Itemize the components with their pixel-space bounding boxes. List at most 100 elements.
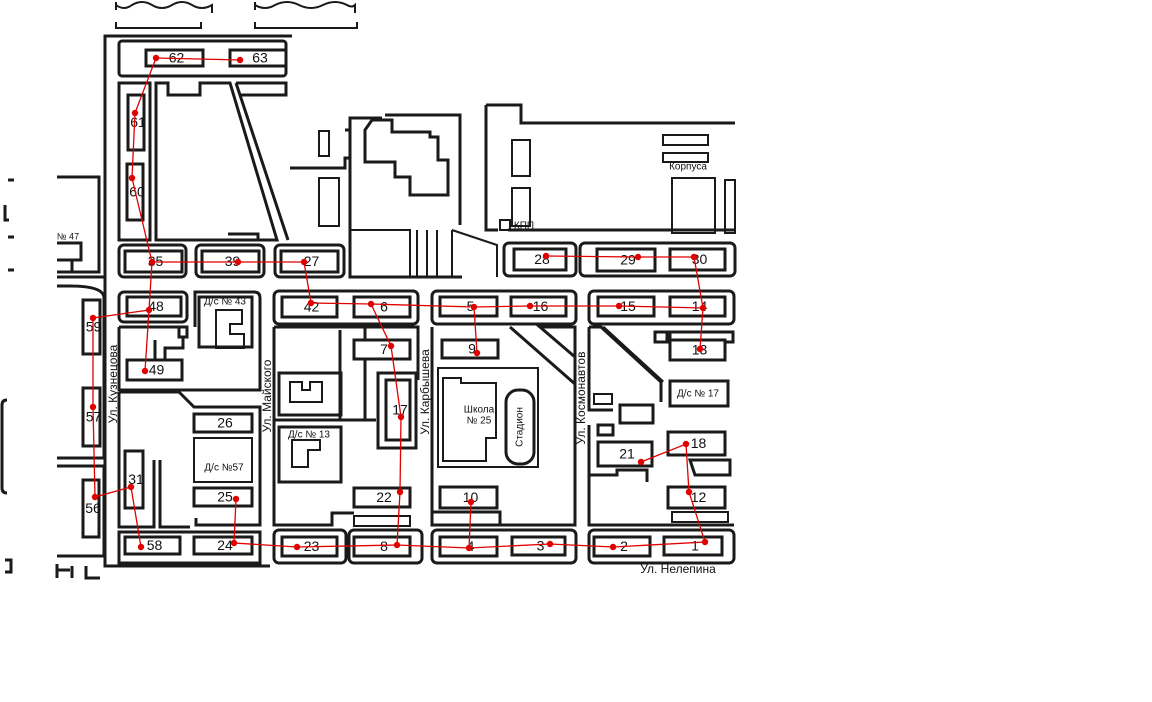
building-number: 5 [467, 298, 475, 314]
building-number: 24 [217, 537, 233, 553]
route-point-8 [393, 541, 401, 549]
building-18: 18 [666, 430, 727, 457]
building-number: 60 [129, 184, 145, 200]
route-point-35 [148, 258, 156, 266]
building-27: 27 [279, 249, 340, 274]
building-number: 21 [619, 446, 635, 462]
route-point-31 [127, 483, 135, 491]
route-point-13 [696, 345, 704, 353]
building-42: 42 [280, 295, 339, 319]
building-48: 48 [125, 295, 183, 318]
route-point-10 [467, 498, 475, 506]
building-number: 3 [537, 538, 545, 554]
route-point-39 [234, 258, 242, 266]
building-22: 22 [352, 486, 412, 509]
route-point-22 [396, 488, 404, 496]
building-8: 8 [352, 535, 412, 558]
building-59: 59 [81, 298, 102, 356]
route-point-2 [609, 543, 617, 551]
route-point-25 [232, 495, 240, 503]
building-57: 57 [81, 386, 102, 448]
route-point-16 [526, 302, 534, 310]
route-point-56 [91, 493, 99, 501]
building-47-label: № 47 [57, 231, 79, 241]
school-label-line1: Школа [464, 405, 495, 416]
korpusa-label: Корпуса [669, 162, 707, 173]
stadium-label: Стадион [515, 407, 526, 447]
building-10: 10 [438, 485, 499, 510]
building-number: 12 [691, 489, 707, 505]
building-outline [81, 298, 102, 356]
building-number: 62 [169, 50, 185, 66]
building-number: 61 [130, 114, 146, 130]
route-point-59 [89, 314, 97, 322]
building-outline [192, 535, 254, 556]
building-outline [384, 378, 412, 442]
building-number: 7 [380, 341, 388, 357]
school-label-line2: № 25 [467, 416, 492, 427]
building-25: 25 [192, 486, 254, 508]
building-outline [81, 386, 102, 448]
building-number: 9 [468, 341, 476, 357]
building-number: 6 [380, 299, 388, 315]
building-outline [352, 486, 412, 509]
route-point-63 [236, 56, 244, 64]
building-12: 12 [666, 485, 727, 510]
kindergarten-43-label: Д/с № 43 [204, 297, 246, 308]
route-point-12 [685, 488, 693, 496]
route-point-29 [634, 253, 642, 261]
building-outline [668, 295, 727, 318]
route-point-15 [615, 302, 623, 310]
building-number: 31 [128, 471, 144, 487]
route-point-61 [131, 109, 139, 117]
building-31: 31 [123, 449, 145, 510]
building-26: 26 [192, 412, 254, 434]
route-point-49 [141, 367, 149, 375]
building-outline [438, 485, 499, 510]
route-point-6 [367, 300, 375, 308]
building-number: 56 [85, 500, 101, 516]
street-nelepina: Ул. Нелепина [640, 562, 716, 576]
street-kosmonavtov: Ул. Космонавтов [574, 352, 588, 445]
checkpoint-label: КПП [514, 221, 534, 232]
route-point-14 [699, 304, 707, 312]
route-point-17 [397, 413, 405, 421]
building-1: 1 [662, 535, 724, 557]
route-point-5 [470, 303, 478, 311]
route-line [468, 501, 472, 549]
route-point-18 [682, 440, 690, 448]
building-49: 49 [125, 358, 184, 382]
building-outline [352, 295, 412, 319]
building-number: 8 [380, 538, 388, 554]
route-point-28 [542, 252, 550, 260]
route-point-24 [230, 539, 238, 547]
building-28: 28 [512, 247, 568, 272]
route-point-7 [387, 342, 395, 350]
street-kuznetsova: Ул. Кузнецова [106, 344, 120, 423]
building-29: 29 [595, 247, 657, 273]
building-number: 63 [252, 50, 268, 66]
building-number: 10 [463, 489, 479, 505]
building-outline [192, 412, 254, 434]
route-point-21 [637, 458, 645, 466]
building-outline [666, 485, 727, 510]
route-point-23 [293, 543, 301, 551]
building-number: 49 [149, 362, 165, 378]
building-number: 18 [691, 435, 707, 451]
buildings-layer: 6263616035392728293048426516151491374959… [81, 48, 727, 558]
route-point-1 [701, 538, 709, 546]
building-outline [512, 247, 568, 272]
route-layer [89, 54, 709, 552]
route-point-9 [473, 349, 481, 357]
building-61: 61 [126, 93, 146, 152]
route-point-57 [89, 403, 97, 411]
building-number: 58 [147, 537, 163, 553]
route-point-42 [307, 299, 315, 307]
building-outline [440, 338, 500, 360]
route-line [92, 309, 150, 548]
route-line [131, 57, 704, 309]
street-karbysheva: Ул. Карбышева [418, 349, 432, 435]
building-number: 39 [225, 253, 241, 269]
building-outline [668, 247, 727, 272]
